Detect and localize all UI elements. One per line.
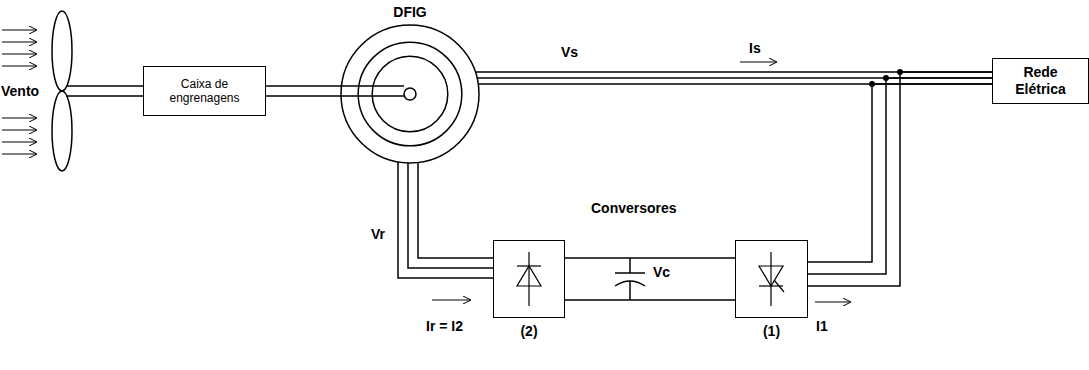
converter-box: (2) [493,240,565,318]
converter-box: (1) [735,240,808,318]
turbine-shaft [66,86,143,96]
wire-connector [565,258,735,300]
dc-capacitor [615,258,645,300]
signal-label: Ir = I2 [425,318,464,334]
component-label: (2) [520,323,537,339]
wire-connector [266,86,404,96]
signal-label: Vr [370,226,386,242]
signal-label: Is [748,40,762,56]
current-arrows [432,62,850,302]
generator-outline [340,24,480,164]
component-label: (1) [763,323,780,339]
signal-label: Vento [0,83,40,99]
box-label: Caixa de engrenagens [144,77,265,106]
generator-circle: DFIG [340,24,480,164]
wire-connector [808,69,992,286]
box-label: Rede Elétrica [993,64,1088,98]
turbine-blades [52,11,72,171]
signal-label: Vs [560,44,579,60]
signal-label: Vc [652,264,671,280]
process-box: Caixa de engrenagens [143,66,266,116]
signal-label: I1 [815,318,829,334]
process-box: Rede Elétrica [992,58,1089,104]
component-label: DFIG [393,4,426,20]
rectifier-symbol [517,252,541,306]
inverter-symbol [759,252,784,306]
wire-connector [398,162,493,278]
signal-label: Conversores [590,200,678,216]
